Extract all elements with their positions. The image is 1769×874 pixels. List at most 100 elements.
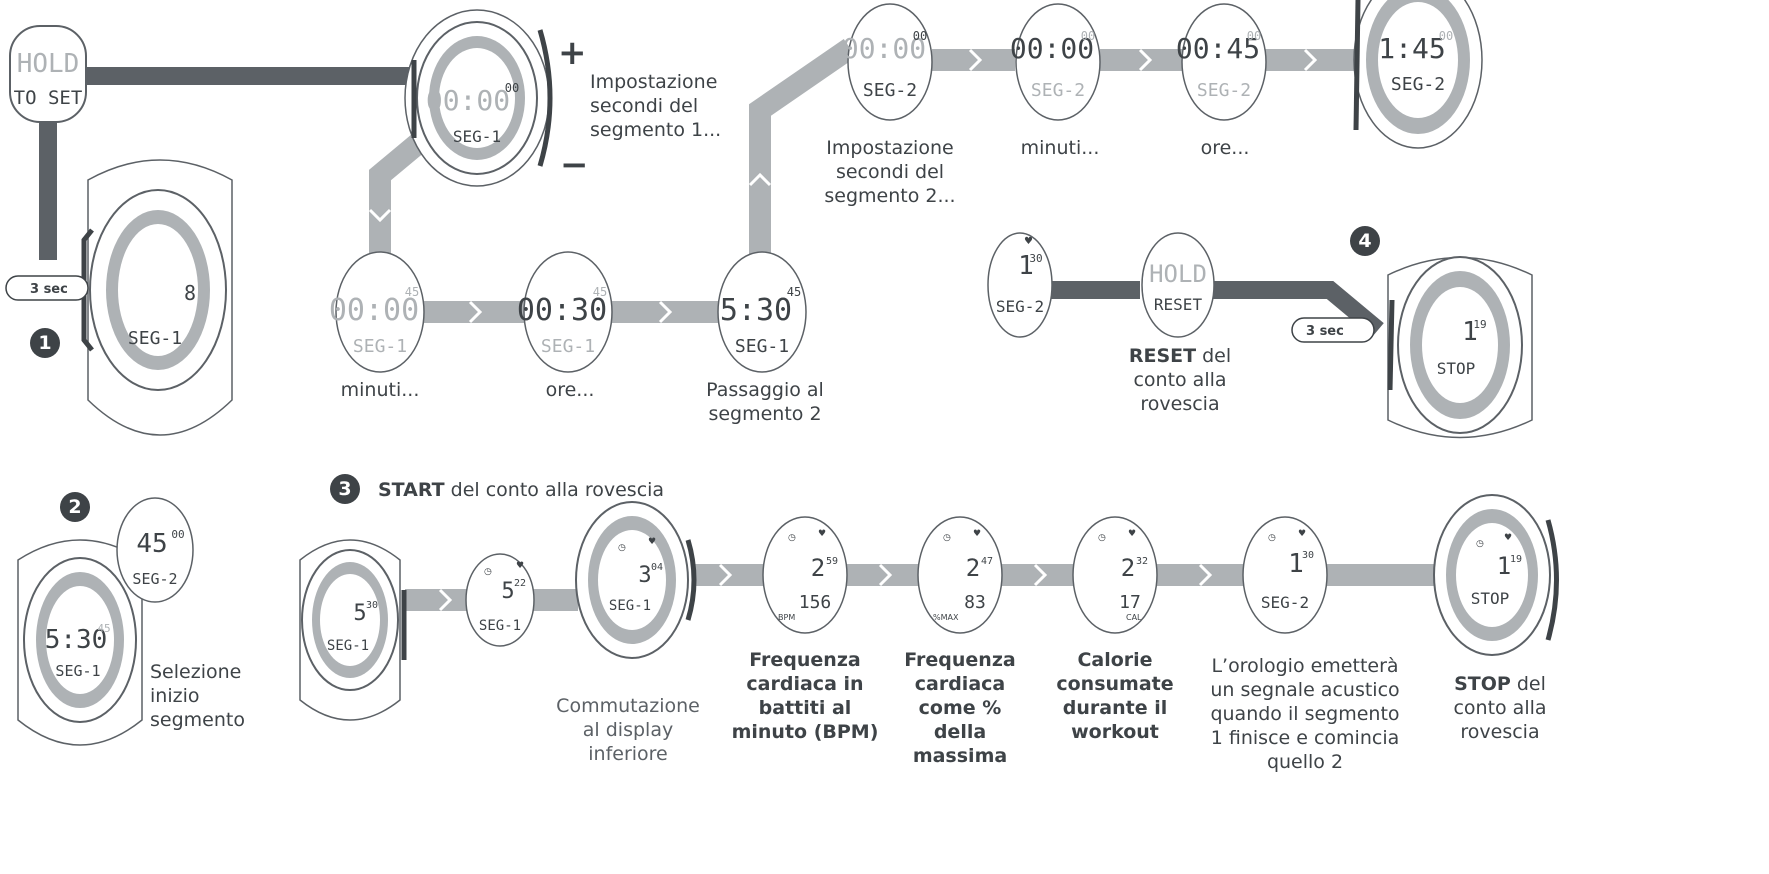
svg-text:00:00: 00:00: [842, 32, 926, 65]
display-selection-popup: 45 00 SEG-2: [116, 497, 194, 603]
svg-text:00: 00: [505, 81, 519, 95]
svg-text:00: 00: [1247, 29, 1261, 43]
svg-text:19: 19: [1510, 554, 1522, 565]
display-start-popup: ◷♥ 5 22 SEG-1: [465, 553, 535, 647]
watch-selection: 5:30 45 SEG-1: [17, 539, 143, 746]
watch-seg1-seconds: 00:00 00 SEG-1: [404, 9, 553, 187]
svg-text:SEG-2: SEG-2: [1391, 74, 1445, 95]
svg-text:SEG-2: SEG-2: [996, 297, 1044, 316]
display-seg1-minutes: 00:00 45 SEG-1: [329, 251, 425, 373]
svg-text:5: 5: [353, 601, 366, 626]
svg-text:00:30: 00:30: [517, 293, 607, 328]
svg-text:TO SET: TO SET: [14, 87, 83, 109]
step-3-badge: 3: [330, 474, 360, 504]
caption-start: START del conto alla rovescia: [378, 479, 665, 501]
svg-text:30: 30: [1302, 550, 1314, 561]
connector-reset-b: [1210, 281, 1384, 337]
svg-text:◷: ◷: [788, 533, 796, 543]
svg-text:156: 156: [799, 592, 832, 613]
svg-text:SEG-2: SEG-2: [1197, 80, 1251, 101]
svg-text:1: 1: [1018, 251, 1034, 281]
caption-seg2-hours: ore...: [1200, 137, 1250, 159]
watch-seg1-start: 8 SEG-1: [81, 159, 233, 436]
svg-text:◷: ◷: [943, 533, 951, 543]
display-seg1-to-seg2: 5:30 45 SEG-1: [717, 251, 807, 373]
display-seg2-seconds: 00:00 00 SEG-2: [842, 3, 933, 121]
hand-press-1: 3 sec: [5, 275, 89, 301]
svg-text:SEG-1: SEG-1: [609, 598, 651, 614]
svg-text:19: 19: [1473, 318, 1486, 331]
caption-seg2-minutes: minuti...: [1020, 137, 1100, 159]
svg-text:5:30: 5:30: [720, 293, 792, 328]
svg-text:30: 30: [366, 600, 378, 611]
display-seg2-run: ◷ ♥ 1 30 SEG-2: [1242, 516, 1328, 634]
svg-text:8: 8: [184, 281, 196, 305]
svg-text:SEG-2: SEG-2: [1261, 593, 1309, 612]
svg-text:00:00: 00:00: [426, 84, 510, 117]
step-4-badge: 4: [1350, 226, 1380, 256]
display-hold-to-set: HOLD TO SET: [9, 25, 87, 123]
svg-text:RESET: RESET: [1154, 295, 1203, 314]
svg-text:47: 47: [981, 556, 993, 567]
svg-text:3: 3: [638, 563, 651, 588]
svg-text:♥: ♥: [818, 529, 826, 539]
svg-text:SEG-2: SEG-2: [863, 80, 917, 101]
svg-text:BPM: BPM: [778, 613, 795, 622]
svg-text:SEG-1: SEG-1: [353, 336, 407, 357]
svg-text:♥: ♥: [1504, 533, 1512, 543]
svg-text:83: 83: [964, 592, 986, 613]
svg-text:♥: ♥: [1128, 529, 1136, 539]
svg-text:♥: ♥: [1298, 529, 1306, 539]
svg-text:◷: ◷: [1098, 533, 1106, 543]
step-1-badge: 1: [30, 328, 60, 358]
svg-text:STOP: STOP: [1471, 589, 1510, 608]
svg-text:STOP: STOP: [1437, 359, 1476, 378]
display-reset-seg2: ♥ 1 30 SEG-2: [987, 232, 1053, 338]
svg-text:5:30: 5:30: [45, 625, 108, 655]
svg-text:45: 45: [405, 285, 419, 299]
svg-text:22: 22: [514, 578, 526, 589]
display-seg1-hours: 00:30 45 SEG-1: [517, 251, 613, 373]
svg-text:SEG-1: SEG-1: [327, 638, 369, 654]
svg-text:32: 32: [1136, 556, 1148, 567]
svg-text:00:00: 00:00: [329, 293, 419, 328]
display-bpm: ◷♥ 2 59 156 BPM: [762, 516, 848, 634]
step-2-badge: 2: [60, 492, 90, 522]
svg-text:SEG-2: SEG-2: [132, 570, 177, 588]
display-seg2-minutes: 00:00 00 SEG-2: [1010, 3, 1101, 121]
connector-to-seg2: [749, 38, 857, 260]
svg-text:HOLD: HOLD: [1149, 260, 1207, 288]
svg-text:SEG-1: SEG-1: [541, 336, 595, 357]
display-hold-reset: HOLD RESET: [1141, 232, 1215, 338]
svg-text:♥: ♥: [973, 529, 981, 539]
svg-text:3 sec: 3 sec: [30, 282, 68, 297]
minus-symbol: −: [560, 145, 589, 185]
svg-text:04: 04: [651, 562, 663, 573]
svg-text:SEG-1: SEG-1: [128, 328, 182, 349]
svg-text:2: 2: [1121, 554, 1135, 582]
svg-text:SEG-1: SEG-1: [55, 662, 100, 680]
caption-seg1-hours: ore...: [545, 379, 595, 401]
svg-text:SEG-2: SEG-2: [1031, 80, 1085, 101]
svg-text:SEG-1: SEG-1: [479, 618, 521, 634]
svg-text:SEG-1: SEG-1: [453, 127, 501, 146]
svg-text:00: 00: [913, 29, 927, 43]
watch-stop-reset: 1 19 STOP: [1387, 256, 1533, 439]
watch-start: 5 30 SEG-1: [299, 539, 407, 721]
svg-text:♥: ♥: [516, 561, 524, 571]
svg-text:00: 00: [1439, 29, 1453, 43]
svg-text:◷: ◷: [1268, 533, 1276, 543]
caption-seg1-minutes: minuti...: [340, 379, 420, 401]
watch-final-stop: ◷♥ 1 19 STOP: [1433, 494, 1559, 656]
svg-text:1: 1: [1288, 549, 1304, 579]
svg-text:1: 1: [1462, 317, 1478, 347]
